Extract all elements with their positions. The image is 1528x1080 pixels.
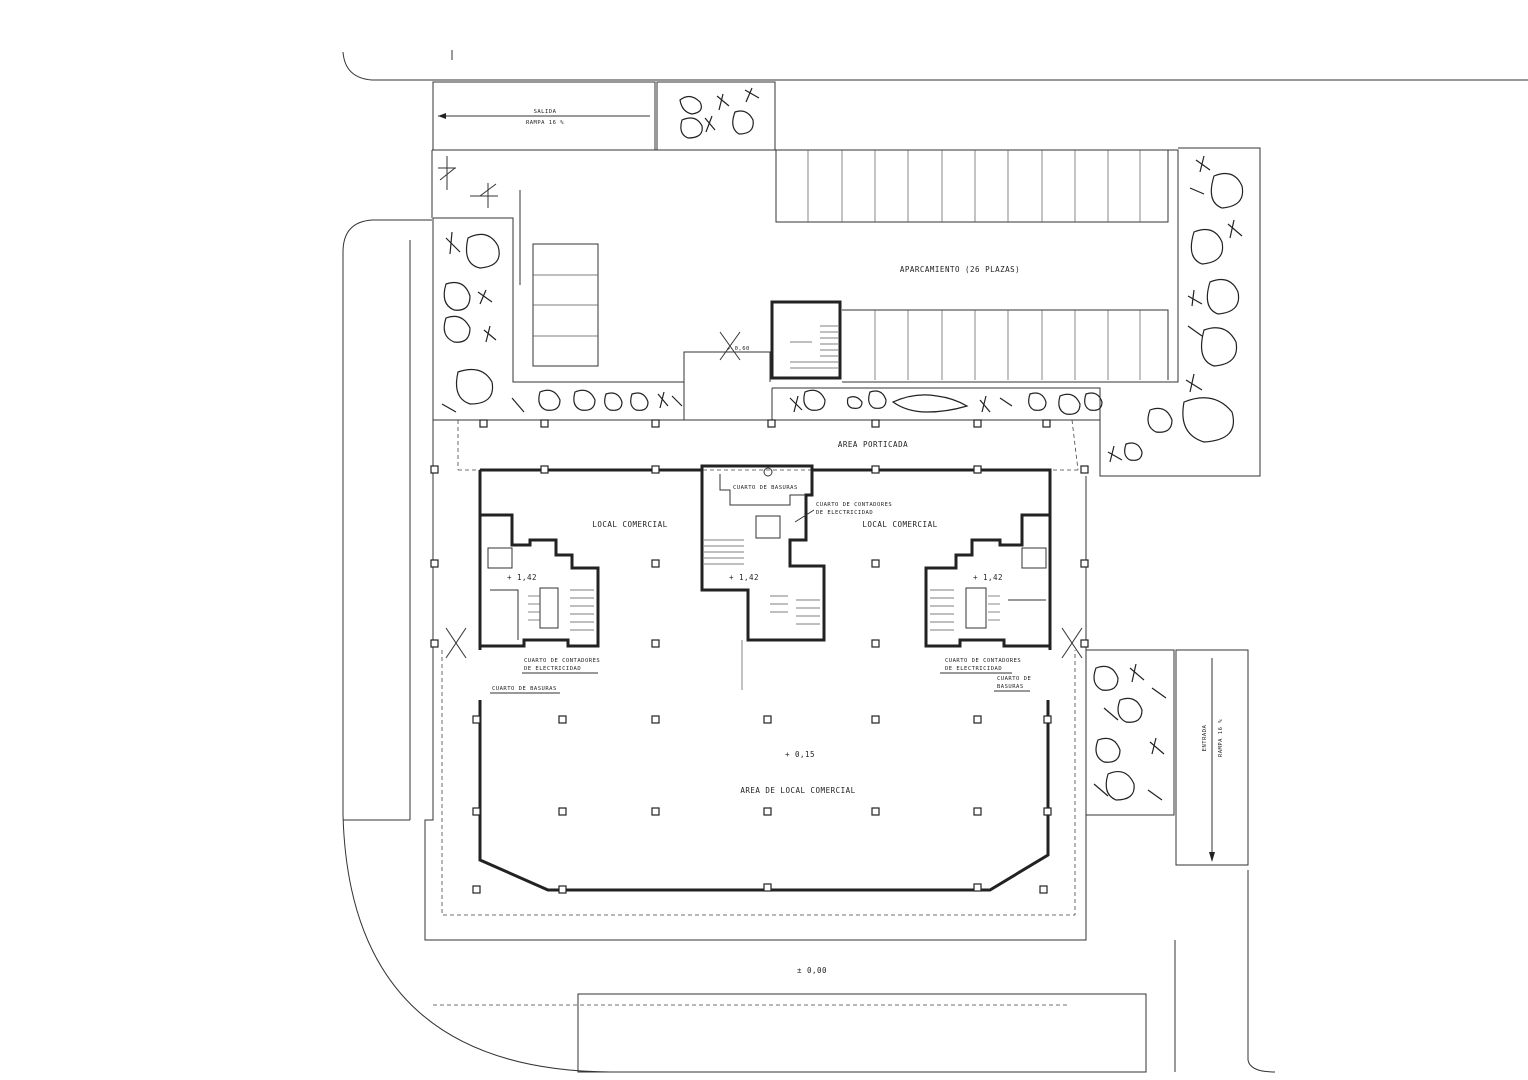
salida-label: SALIDA	[534, 109, 557, 115]
planter-left	[432, 217, 685, 420]
aparcamiento-label: APARCAMIENTO (26 PLAZAS)	[900, 265, 1020, 274]
rampa-entrada-label: RAMPA 16 %	[1218, 719, 1224, 757]
local-comercial-right-label: LOCAL COMERCIAL	[862, 520, 937, 529]
cuarto-basuras-top-line: CUARTO DE BASURAS	[733, 485, 798, 491]
rampa-salida-label: RAMPA 16 %	[526, 120, 564, 126]
planter-right-bottom	[1085, 649, 1175, 816]
level-142-center-label: + 1,42	[729, 573, 759, 582]
planter-top	[656, 81, 776, 151]
planter-right-top	[771, 147, 1261, 477]
level-015-label: + 0,15	[785, 750, 815, 759]
entrada-label: ENTRADA	[1202, 724, 1208, 751]
level-142-left-label: + 1,42	[507, 573, 537, 582]
cuarto-basuras-left-label: CUARTO DE BASURAS	[492, 686, 557, 692]
parking-stair-core: + 0,60	[719, 300, 842, 380]
cuarto-contadores-right-line1: CUARTO DE CONTADORES	[945, 658, 1021, 664]
cuarto-contadores-left-line2: DE ELECTRICIDAD	[524, 666, 581, 672]
local-comercial-left-label: LOCAL COMERCIAL	[592, 520, 667, 529]
level-142-right-label: + 1,42	[973, 573, 1003, 582]
cuarto-contadores-right-line2: DE ELECTRICIDAD	[945, 666, 1002, 672]
cuarto-contadores-top-line2: DE ELECTRICIDAD	[816, 510, 873, 516]
site-outline	[342, 50, 1528, 1073]
cuarto-contadores-left-line1: CUARTO DE CONTADORES	[524, 658, 600, 664]
cuarto-basuras-right-line1: CUARTO DE	[997, 676, 1031, 682]
sidewalk-bottom: ± 0,00	[433, 966, 1147, 1073]
level-000-label: ± 0,00	[797, 966, 827, 975]
cuarto-basuras-right-line2: BASURAS	[997, 684, 1024, 690]
area-porticada-label: AREA PORTICADA	[838, 440, 908, 449]
building: AREA PORTICADA + 1,42 CUARTO DE CONTADOR…	[424, 419, 1101, 941]
level-entry-label: + 0,60	[727, 346, 750, 352]
exit-ramp: SALIDA RAMPA 16 %	[432, 81, 656, 151]
area-local-comercial-label: AREA DE LOCAL COMERCIAL	[740, 786, 855, 795]
parking-area: APARCAMIENTO (26 PLAZAS)	[431, 149, 1179, 383]
entry-ramp: ENTRADA RAMPA 16 %	[1175, 649, 1249, 866]
cuarto-contadores-top-line1: CUARTO DE CONTADORES	[816, 502, 892, 508]
structural-columns	[430, 419, 1089, 894]
